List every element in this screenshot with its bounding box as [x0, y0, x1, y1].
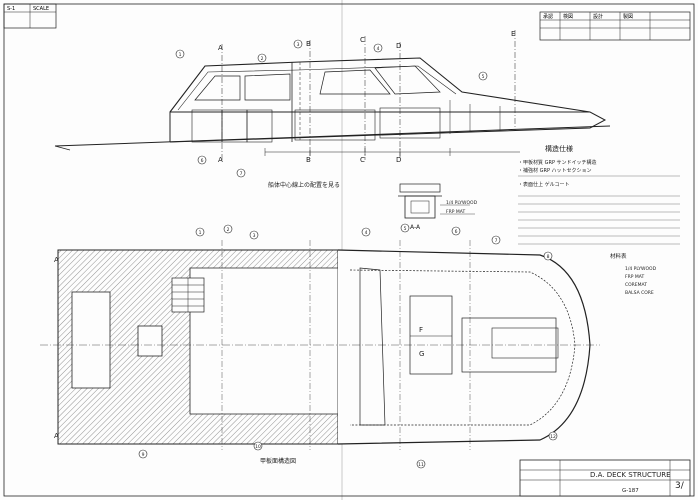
callout-label: 2 [261, 56, 264, 62]
callout-label: 1 [179, 52, 182, 58]
section-letter: C [360, 36, 365, 44]
section-note: 1/4 PLYWOOD [446, 200, 478, 206]
callout-label: 5 [404, 226, 407, 232]
note-line: ・表面仕上 ゲルコート [518, 181, 570, 188]
sheet-border [3, 3, 695, 497]
section-letter: G [419, 350, 424, 358]
check-label: 検図 [563, 13, 573, 20]
section-letter: D [396, 156, 401, 164]
section-detail [398, 183, 475, 219]
callout-label: 10 [255, 444, 261, 450]
section-letter: A [54, 256, 59, 264]
callout-balloon [491, 235, 501, 245]
notes-title: 構造仕様 [545, 144, 573, 153]
callout-balloon [293, 39, 303, 49]
top-left-block: S-1 SCALE [3, 3, 57, 29]
section-letter: A [218, 156, 223, 164]
section-label: A-A [410, 224, 421, 231]
callout-balloon [195, 227, 205, 237]
callout-balloon [257, 53, 267, 63]
side-elevation [54, 30, 611, 160]
callout-label: 7 [495, 238, 498, 244]
sheet-number: 3/ [675, 481, 685, 491]
approval-label: 承認 [543, 13, 553, 20]
callout-balloon [361, 227, 371, 237]
callout-label: 5 [482, 74, 485, 80]
plan-letters: A A F G [54, 256, 424, 440]
plan-caption: 甲板面構造図 [260, 457, 296, 465]
callout-balloon [197, 155, 207, 165]
callout-balloon [253, 441, 263, 451]
elevation-letters: A B C D A B C D E [218, 30, 515, 164]
callout-balloon [416, 459, 426, 469]
approval-block: 承認 検図 設計 製図 [539, 11, 691, 41]
elevation-balloons: 1 2 3 4 5 6 7 [175, 39, 488, 178]
callout-label: 6 [455, 229, 458, 235]
top-left-block-scale: SCALE [33, 6, 49, 12]
notes-block: 構造仕様 ・甲板材質 GRP サンドイッチ構造 ・補強材 GRP ハットセクショ… [518, 144, 680, 296]
top-left-block-code: S-1 [7, 6, 15, 12]
section-letter: B [306, 156, 311, 164]
section-letter: A [54, 432, 59, 440]
legend-entry: 1/4 PLYWOOD [625, 266, 657, 272]
section-letter: C [360, 156, 365, 164]
legend-title: 材料表 [610, 252, 627, 260]
design-label: 設計 [593, 13, 603, 20]
callout-label: 6 [201, 158, 204, 164]
callout-label: 4 [365, 230, 368, 236]
section-letter: B [306, 40, 311, 48]
plan-view [40, 240, 600, 450]
callout-label: 9 [142, 452, 145, 458]
callout-balloon [249, 230, 259, 240]
callout-balloon [548, 431, 558, 441]
note-line: ・甲板材質 GRP サンドイッチ構造 [518, 159, 597, 166]
legend-entry: COREMAT [625, 282, 647, 288]
legend-entry: FRP MAT [625, 274, 644, 280]
callout-label: 4 [377, 46, 380, 52]
callout-balloon [175, 49, 185, 59]
legend-entry: BALSA CORE [625, 290, 654, 296]
drawing-number: G-187 [622, 488, 639, 494]
callout-label: 3 [253, 233, 256, 239]
callout-label: 11 [418, 462, 424, 468]
callout-balloon [223, 224, 233, 234]
callout-balloon [400, 223, 410, 233]
callout-balloon [478, 71, 488, 81]
section-letter: E [511, 30, 515, 38]
callout-label: 7 [240, 171, 243, 177]
callout-balloon [138, 449, 148, 459]
title-block: D.A. DECK STRUCTURE G-187 3/ [519, 459, 691, 497]
note-line: ・補強材 GRP ハットセクション [518, 167, 592, 174]
section-letter: D [396, 42, 401, 50]
section-letter: F [419, 326, 423, 334]
plan-balloons: 1 2 3 4 5 6 7 8 9 10 11 12 [138, 223, 558, 469]
callout-label: 3 [297, 42, 300, 48]
section-letter: A [218, 44, 223, 52]
section-note: FRP MAT [446, 209, 465, 215]
drawing-title: D.A. DECK STRUCTURE [590, 471, 671, 479]
callout-balloon [543, 251, 553, 261]
callout-label: 8 [547, 254, 550, 260]
callout-label: 12 [550, 434, 556, 440]
elevation-caption: 船体中心線上の配置を見る [268, 181, 340, 189]
draft-label: 製図 [623, 13, 633, 20]
callout-balloon [236, 168, 246, 178]
callout-balloon [451, 226, 461, 236]
callout-label: 2 [227, 227, 230, 233]
callout-label: 1 [199, 230, 202, 236]
callout-balloon [373, 43, 383, 53]
